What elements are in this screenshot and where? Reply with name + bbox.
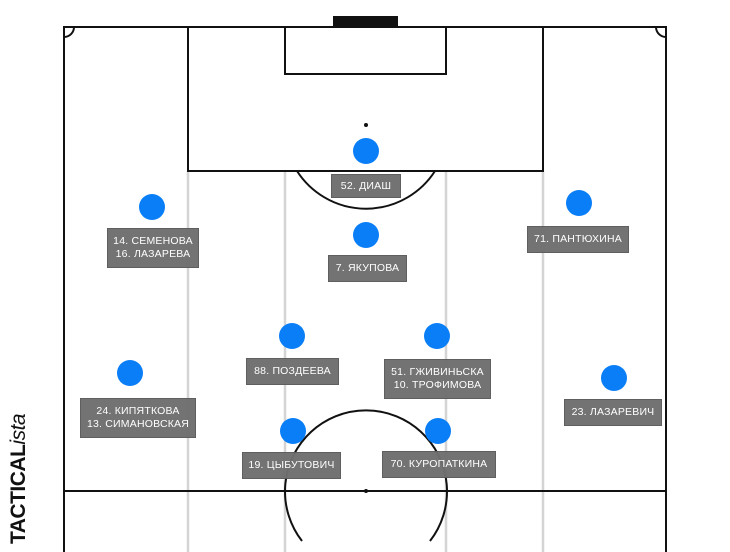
tacticalista-logo: TACTICALista: [6, 414, 32, 544]
player-dot: [139, 194, 165, 220]
player-label: 70. КУРОПАТКИНА: [382, 451, 496, 478]
player-name: 14. СЕМЕНОВА: [113, 235, 193, 247]
player-name: 7. ЯКУПОВА: [335, 262, 400, 274]
player-dot: [117, 360, 143, 386]
player-label: 23. ЛАЗАРЕВИЧ: [564, 399, 662, 426]
player-dot: [279, 323, 305, 349]
player-name: 19. ЦЫБУТОВИЧ: [248, 459, 335, 471]
logo-bold-text: TACTICAL: [7, 444, 30, 544]
player-name: 71. ПАНТЮХИНА: [534, 233, 622, 245]
center-circle: [284, 409, 448, 542]
player-dot: [353, 138, 379, 164]
player-name: 70. КУРОПАТКИНА: [390, 458, 488, 470]
player-dot: [601, 365, 627, 391]
goal: [333, 16, 398, 27]
player-name: 52. ДИАШ: [340, 179, 392, 192]
player-label: 88. ПОЗДЕЕВА: [246, 358, 339, 385]
player-dot: [566, 190, 592, 216]
center-spot: [364, 489, 368, 493]
logo-italic-text: ista: [7, 413, 30, 445]
player-label: 7. ЯКУПОВА: [328, 255, 407, 282]
player-name: 10. ТРОФИМОВА: [393, 379, 482, 391]
player-label: 19. ЦЫБУТОВИЧ: [242, 452, 341, 479]
player-name: 16. ЛАЗАРЕВА: [115, 248, 191, 260]
player-dot: [280, 418, 306, 444]
player-name: 24. КИПЯТКОВА: [96, 405, 180, 417]
penalty-arc: [296, 170, 436, 210]
corner-arc: [63, 26, 75, 38]
player-name: 51. ГЖИВИНЬСКА: [391, 366, 484, 378]
player-dot: [424, 323, 450, 349]
player-label: 71. ПАНТЮХИНА: [527, 226, 629, 253]
penalty-spot: [364, 123, 368, 127]
player-name: 88. ПОЗДЕЕВА: [254, 365, 331, 377]
corner-arc: [655, 26, 667, 38]
player-dot: [425, 418, 451, 444]
player-label: 52. ДИАШ: [331, 174, 401, 198]
player-name: 23. ЛАЗАРЕВИЧ: [571, 406, 655, 418]
player-dot: [353, 222, 379, 248]
player-name: 13. СИМАНОВСКАЯ: [86, 418, 190, 430]
